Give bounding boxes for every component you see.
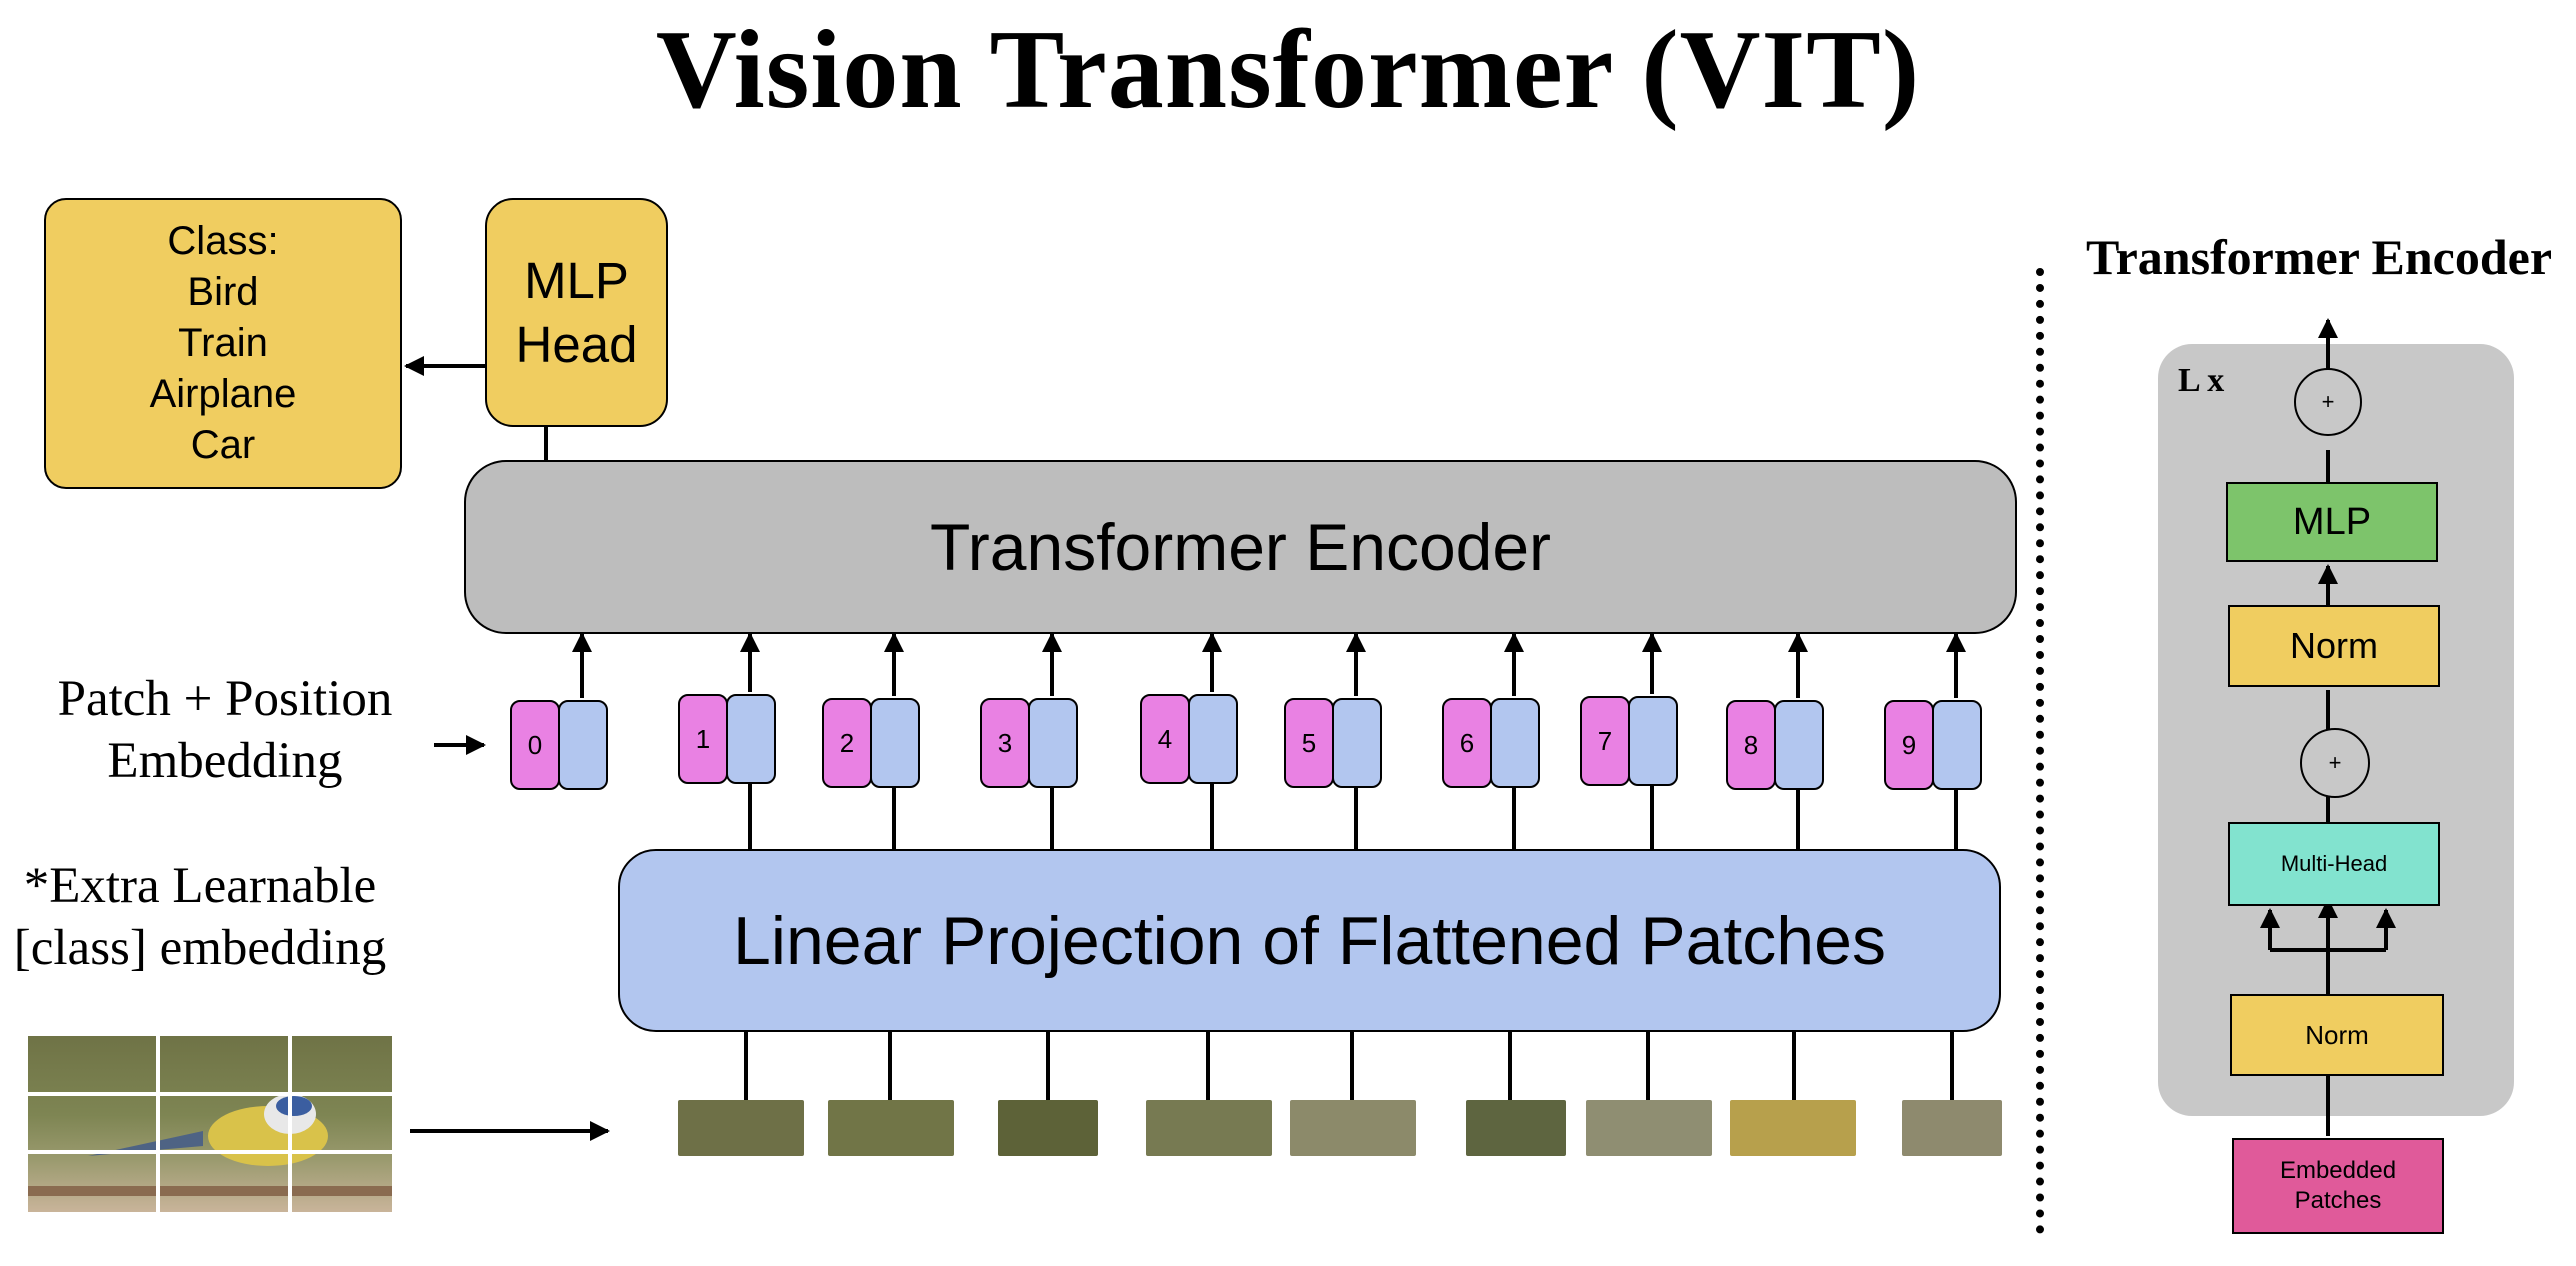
flattened-patch [678, 1100, 804, 1156]
position-embedding-0: 0 [510, 700, 560, 790]
mlp-head-box: MLP Head [485, 198, 668, 427]
linear-projection-label: Linear Projection of Flattened Patches [733, 902, 1886, 979]
add-circle-bottom: + [2300, 728, 2370, 798]
patch-embedding-6 [1490, 698, 1540, 788]
mlp-block-label: MLP [2292, 500, 2372, 543]
patch-embedding-7 [1628, 696, 1678, 786]
norm-bottom-block: Norm [2230, 994, 2444, 1076]
extra-embedding-label: *Extra Learnable [class] embedding [0, 855, 410, 979]
position-embedding-4: 4 [1140, 694, 1190, 784]
position-embedding-6: 6 [1442, 698, 1492, 788]
position-embedding-8: 8 [1726, 700, 1776, 790]
flattened-patch [1290, 1100, 1416, 1156]
patch-embedding-8 [1774, 700, 1824, 790]
add-circle-top: + [2294, 368, 2362, 436]
position-embedding-5: 5 [1284, 698, 1334, 788]
class-line: Bird [187, 270, 259, 314]
transformer-encoder-box: Transformer Encoder [464, 460, 2017, 634]
flattened-patch [828, 1100, 954, 1156]
flattened-patch [998, 1100, 1098, 1156]
divider-line [2036, 268, 2044, 1234]
side-panel-title: Transformer Encoder [2085, 229, 2553, 285]
class-line: Car [190, 423, 256, 467]
linear-projection-box: Linear Projection of Flattened Patches [618, 849, 2001, 1032]
norm-top-label: Norm [2290, 625, 2378, 666]
norm-bottom-label: Norm [2305, 1019, 2369, 1050]
class-line: Airplane [149, 372, 297, 416]
embedded-patches-block: Embedded Patches [2232, 1138, 2444, 1234]
patch-embedding-3 [1028, 698, 1078, 788]
mlp-head-line: Head [515, 315, 638, 373]
embedded-line: Embedded [2279, 1157, 2397, 1184]
mlp-block: MLP [2226, 482, 2438, 562]
flattened-patch [1730, 1100, 1856, 1156]
class-line: Train [178, 321, 268, 365]
flattened-patch [1466, 1100, 1566, 1156]
page-title: Vision Transformer (VIT) [655, 8, 1921, 132]
token-lines [572, 632, 1966, 1100]
norm-top-block: Norm [2228, 605, 2440, 687]
class-line: Class: [167, 219, 279, 263]
patch-position-label: Patch + Position Embedding [20, 668, 430, 792]
transformer-encoder-label: Transformer Encoder [929, 510, 1552, 584]
position-embedding-7: 7 [1580, 696, 1630, 786]
embedded-line: Patches [2294, 1187, 2382, 1214]
class-output-box: Class: Bird Train Airplane Car [44, 198, 402, 489]
flattened-patch [1586, 1100, 1712, 1156]
multi-head-block: Multi-Head [2228, 822, 2440, 906]
repeat-label: L x [2178, 362, 2225, 399]
label-line: Patch + Position [57, 671, 393, 727]
input-image [28, 1036, 392, 1212]
patch-embedding-5 [1332, 698, 1382, 788]
position-embedding-9: 9 [1884, 700, 1934, 790]
mlp-head-line: MLP [524, 251, 629, 309]
patch-embedding-0 [558, 700, 608, 790]
multi-head-label: Multi-Head [2280, 851, 2388, 876]
position-embedding-1: 1 [678, 694, 728, 784]
bird-image [28, 1036, 392, 1212]
position-embedding-2: 2 [822, 698, 872, 788]
patch-embedding-1 [726, 694, 776, 784]
label-line: *Extra Learnable [23, 858, 377, 914]
label-line: Embedding [107, 733, 343, 789]
position-embedding-3: 3 [980, 698, 1030, 788]
patch-embedding-4 [1188, 694, 1238, 784]
label-line: [class] embedding [13, 920, 387, 976]
flattened-patch [1146, 1100, 1272, 1156]
patch-embedding-9 [1932, 700, 1982, 790]
flattened-patch [1902, 1100, 2002, 1156]
patch-embedding-2 [870, 698, 920, 788]
